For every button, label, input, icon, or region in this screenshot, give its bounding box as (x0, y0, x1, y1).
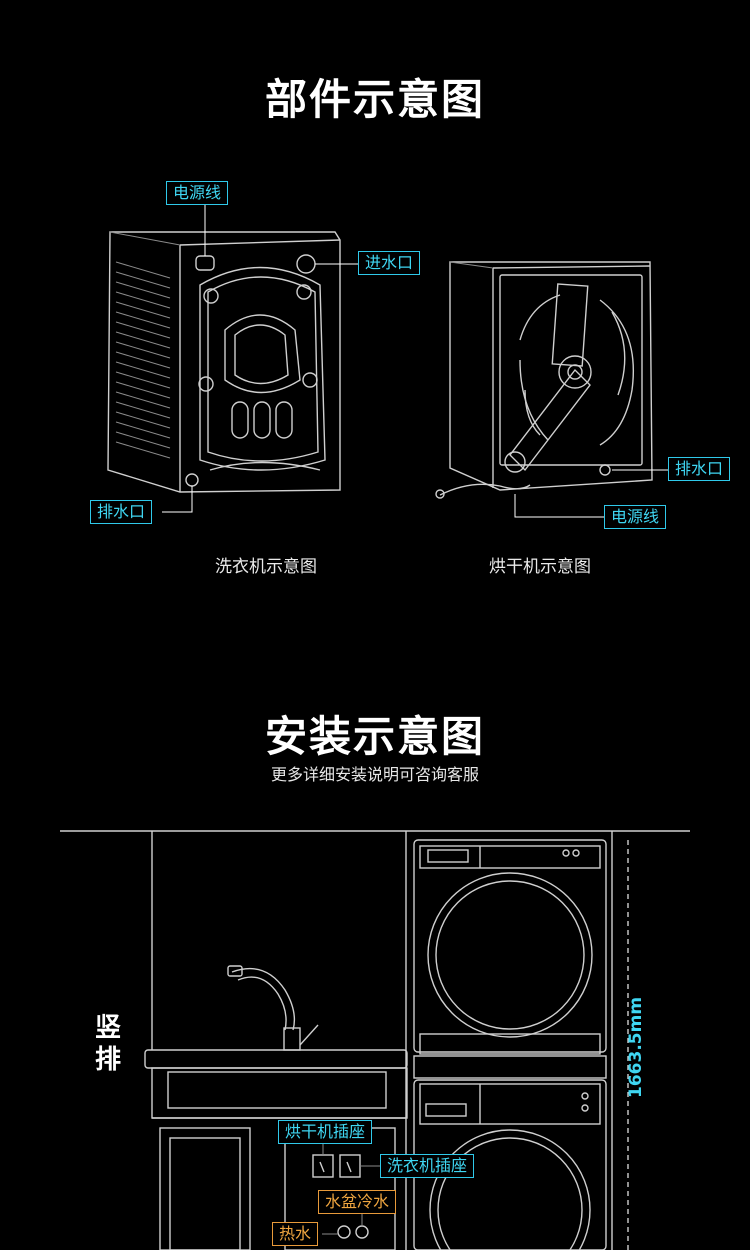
washer-drain-outlet-label: 排水口 (90, 500, 153, 524)
dryer-socket-label: 烘干机插座 (278, 1120, 373, 1144)
hot-water-label: 热水 (272, 1222, 319, 1246)
dryer-drain-outlet-label: 排水口 (668, 457, 731, 481)
dryer-power-cord-label: 电源线 (604, 505, 667, 529)
layout-label: 竖排 (94, 1013, 121, 1075)
washer-socket-label: 洗衣机插座 (380, 1154, 475, 1178)
dryer-caption: 烘干机示意图 (489, 557, 591, 577)
sink-cold-water-label: 水盆冷水 (318, 1190, 397, 1214)
height-dimension: 1663.5mm (626, 996, 646, 1098)
washer-power-cord-label: 电源线 (166, 181, 229, 205)
dryer-back-illustration (435, 261, 653, 499)
washer-water-inlet-label: 进水口 (358, 251, 421, 275)
parts-title: 部件示意图 (264, 75, 485, 124)
washer-back-illustration (107, 231, 341, 493)
install-title: 安装示意图 (264, 712, 485, 761)
install-subtitle: 更多详细安装说明可咨询客服 (270, 765, 479, 784)
installation-illustration (60, 830, 690, 1250)
washer-caption: 洗衣机示意图 (215, 557, 317, 577)
